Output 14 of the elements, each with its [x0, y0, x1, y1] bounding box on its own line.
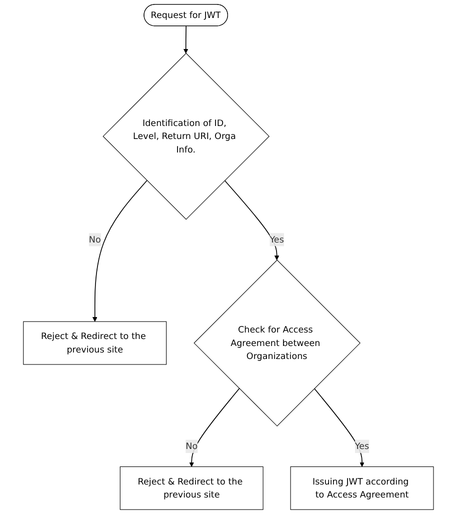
edge-label: Yes [354, 440, 370, 452]
node-box: Reject & Redirect to the previous site [120, 466, 264, 510]
arrow [92, 180, 148, 322]
arrow [189, 388, 240, 467]
edge-label: No [88, 234, 101, 245]
node-diamond: Check for Access Agreement between Organizations [194, 260, 361, 426]
arrow [314, 388, 364, 467]
edge-label: Yes [270, 234, 284, 245]
node-box: Reject & Redirect to the previous site [23, 321, 167, 365]
node-box: Issuing JWT according to Access Agreement [290, 466, 434, 510]
arrow [224, 180, 280, 260]
arrow [183, 26, 188, 54]
node-diamond: Identification of ID, Level, Return URI, Orga Info. [102, 52, 270, 220]
edge-label: No [186, 440, 198, 452]
